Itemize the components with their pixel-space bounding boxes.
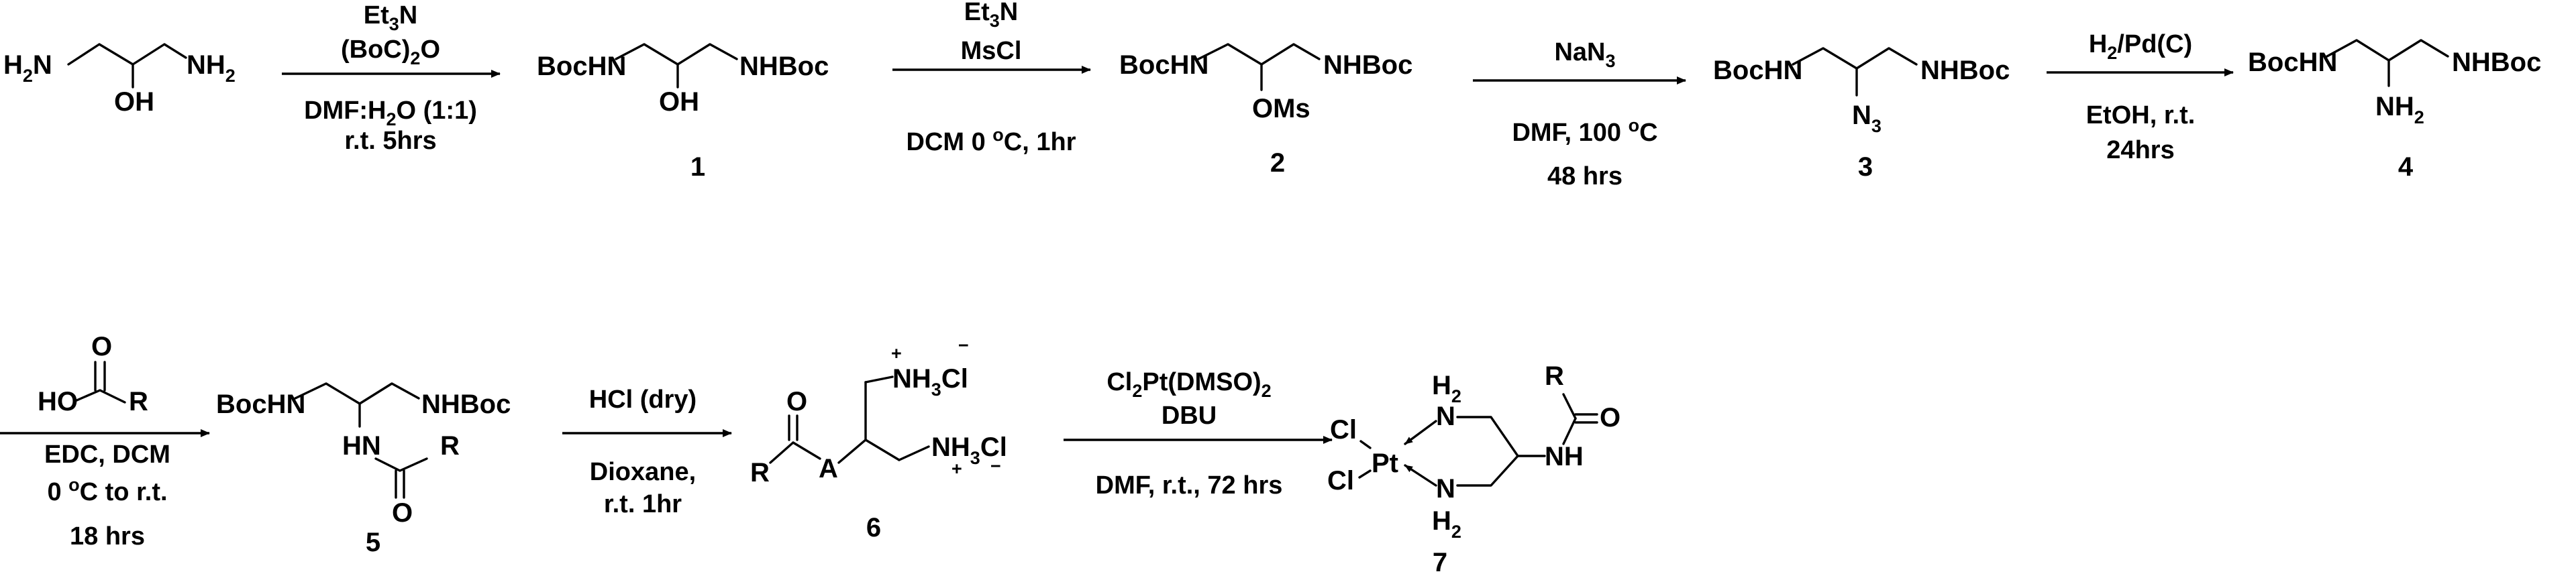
svg-text:NaN3: NaN3 [1554,38,1615,71]
boc-amine-right: NHBoc [1920,56,2010,85]
carbon-backbone [2326,39,2449,62]
svg-text:18 hrs: 18 hrs [70,522,145,551]
svg-text:Et3N: Et3N [364,1,417,34]
amide-nh-label: NH [1545,442,1584,471]
carbonyl-oxygen-label: O [392,498,413,528]
svg-text:DMF:H2O (1:1): DMF:H2O (1:1) [304,97,477,129]
svg-text:48 hrs: 48 hrs [1547,162,1622,190]
amine-hydrogens-bottom: H2 [1432,506,1461,542]
starting-material-diaminopropanol: H2N NH2 OH [3,43,236,117]
svg-text:Dioxane,: Dioxane, [590,458,696,486]
carbonyl-oxygen-label: O [1600,403,1620,432]
amide-nh-label: HN [342,431,381,461]
svg-text:EtOH, r.t.: EtOH, r.t. [2086,101,2196,129]
reaction-arrow-step1: Et3N (BoC)2O DMF:H2O (1:1) r.t. 5hrs [282,1,501,155]
amine-label: NH2 [2375,92,2424,127]
ammonium-chloride-top: NH3Cl [892,364,968,400]
amine-hydrogens-top: H2 [1432,371,1461,406]
azide-label: N3 [1852,101,1882,136]
amine-left-label: H [3,50,23,80]
chloride-charge-minus: − [958,335,969,355]
compound-number-2: 2 [1270,148,1285,178]
boc-amine-left: BocHN [216,390,305,419]
svg-text:r.t. 5hrs: r.t. 5hrs [344,127,436,155]
ammonium-chloride-right: NH3Cl [931,432,1007,468]
svg-text:24hrs: 24hrs [2106,136,2174,164]
chloride-ligand-top: Cl [1330,415,1357,445]
compound-2: BocHN NHBoc OMs 2 [1119,43,1412,178]
linker-a-label: A [819,454,838,483]
reaction-arrow-step3: NaN3 DMF, 100 oC 48 hrs [1473,38,1686,190]
carbon-backbone [294,382,420,405]
svg-text:DCM 0 oC, 1hr: DCM 0 oC, 1hr [907,125,1076,156]
compound-number-1: 1 [690,152,705,182]
compound-number-4: 4 [2398,152,2414,182]
chloride-ligand-bottom: Cl [1327,466,1354,496]
svg-text:DBU: DBU [1162,402,1217,430]
compound-number-6: 6 [866,513,881,542]
reaction-arrow-step7: Cl2Pt(DMSO)2 DBU DMF, r.t., 72 hrs [1064,368,1333,500]
svg-text:EDC, DCM: EDC, DCM [44,441,170,469]
compound-number-3: 3 [1858,152,1873,182]
dative-bond-top [1404,420,1437,445]
svg-text:HCl (dry): HCl (dry) [589,386,697,414]
r-group-label: R [440,431,460,461]
svg-text:r.t. 1hr: r.t. 1hr [604,490,682,518]
boc-amine-left: BocHN [1119,50,1208,80]
boc-amine-right: NHBoc [421,390,511,419]
acid-r-group-label: R [129,387,148,416]
svg-text:MsCl: MsCl [961,37,1022,65]
acid-hydroxyl-label: HO [38,387,78,416]
reaction-arrow-step6: HCl (dry) Dioxane, r.t. 1hr [562,386,732,518]
boc-amine-right: NHBoc [1323,50,1412,80]
compound-number-7: 7 [1433,548,1447,577]
reaction-arrow-step2: Et3N MsCl DCM 0 oC, 1hr [892,0,1091,156]
svg-text:Et3N: Et3N [964,0,1018,31]
svg-text:H2N: H2N [3,50,52,86]
amine-nitrogen-top: N [1436,402,1455,431]
reaction-arrow-step5: O HO R EDC, DCM 0 oC to r.t. 18 hrs [0,332,210,551]
compound-6: O R A + − NH3Cl NH3Cl + − 6 [750,335,1007,542]
svg-text:DMF, 100 oC: DMF, 100 oC [1512,115,1657,147]
r-group-label: R [750,458,770,487]
boc-amine-left: BocHN [1713,56,1802,85]
acid-oxygen-label: O [91,332,112,361]
r-group-label: R [1545,361,1564,391]
carboxylic-acid-reagent: O HO R [38,332,148,416]
carbon-backbone [615,43,738,66]
boc-amine-right: NHBoc [2452,48,2541,77]
svg-text:0 oC to r.t.: 0 oC to r.t. [47,475,167,506]
svg-text:NH2: NH2 [187,50,236,86]
ammonium-charge-plus: + [891,343,902,363]
compound-4: BocHN NHBoc NH2 4 [2248,39,2541,182]
carbon-backbone [1792,47,1918,70]
svg-text:Cl2Pt(DMSO)2: Cl2Pt(DMSO)2 [1106,368,1271,401]
compound-number-5: 5 [366,528,380,557]
svg-text:H2/Pd(C): H2/Pd(C) [2089,30,2192,63]
platinum-center: Pt [1372,449,1398,478]
boc-amine-left: BocHN [2248,48,2337,77]
dative-bond-bottom [1404,464,1437,487]
carbonyl-oxygen-label: O [786,387,807,416]
compound-7: Cl Cl Pt N H2 N H2 NH R O 7 [1327,361,1620,577]
compound-3: BocHN NHBoc N3 3 [1713,47,2010,182]
amine-right-label: NH [187,50,225,80]
boc-amine-left: BocHN [537,52,626,81]
svg-text:(BoC)2O: (BoC)2O [341,36,440,68]
compound-5: BocHN NHBoc HN R O 5 [216,382,511,557]
mesylate-label: OMs [1252,94,1310,123]
carbon-backbone [1197,43,1321,66]
hydroxyl-label: OH [114,87,154,117]
chloride-charge-minus-2: − [990,456,1001,476]
compound-1: BocHN NHBoc OH 1 [537,43,829,182]
reaction-arrow-step4: H2/Pd(C) EtOH, r.t. 24hrs [2047,30,2234,164]
carbon-backbone [67,43,187,66]
ammonium-charge-plus-2: + [951,459,962,479]
svg-text:DMF, r.t., 72 hrs: DMF, r.t., 72 hrs [1096,471,1283,500]
hydroxyl-label: OH [659,87,699,117]
amine-nitrogen-bottom: N [1436,474,1455,504]
boc-amine-right: NHBoc [739,52,829,81]
